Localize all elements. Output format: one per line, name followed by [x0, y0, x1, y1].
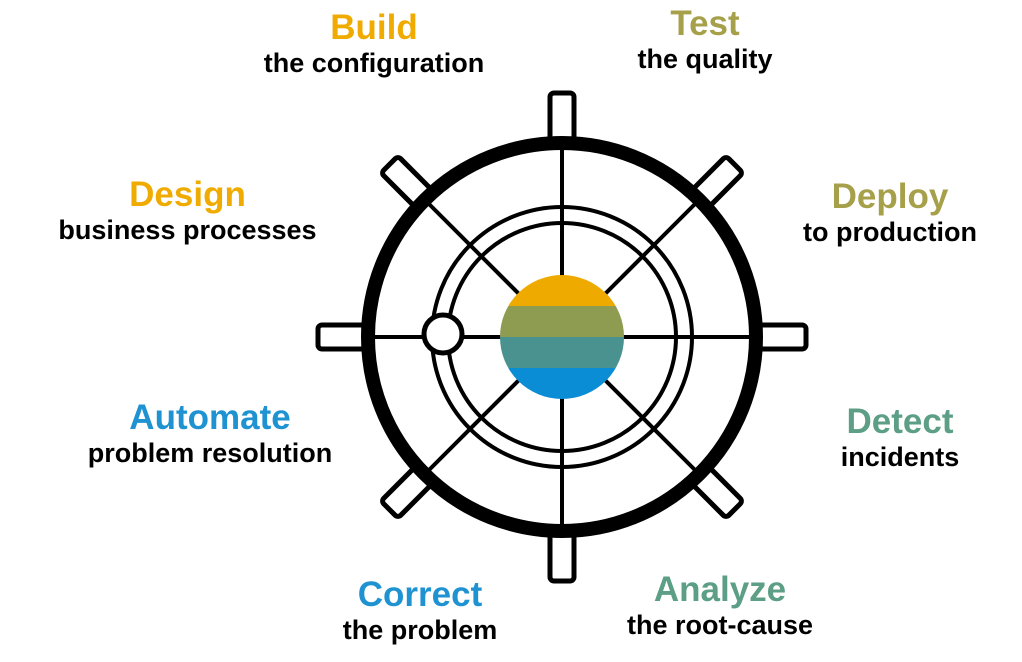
- step-deploy: Deploy to production: [770, 177, 1010, 248]
- step-analyze-title: Analyze: [653, 570, 787, 609]
- step-correct-subtitle: the problem: [342, 615, 498, 646]
- step-analyze-subtitle: the root-cause: [626, 610, 814, 641]
- striped-hub-icon: [500, 275, 624, 399]
- step-deploy-title: Deploy: [831, 177, 949, 216]
- step-test-title: Test: [670, 4, 740, 43]
- step-automate-title: Automate: [129, 398, 291, 437]
- step-deploy-subtitle: to production: [803, 217, 977, 248]
- step-detect-title: Detect: [846, 402, 954, 441]
- step-build: Build the configuration: [219, 8, 529, 79]
- step-design-subtitle: business processes: [58, 215, 317, 246]
- wheel-knob: [421, 312, 465, 356]
- step-build-subtitle: the configuration: [263, 48, 485, 79]
- step-analyze: Analyze the root-cause: [580, 570, 860, 641]
- step-automate-subtitle: problem resolution: [87, 438, 333, 469]
- step-correct: Correct the problem: [305, 575, 535, 646]
- step-design-title: Design: [129, 175, 246, 214]
- step-detect: Detect incidents: [800, 402, 1000, 473]
- step-test: Test the quality: [600, 4, 810, 75]
- step-correct-title: Correct: [357, 575, 483, 614]
- step-detect-subtitle: incidents: [840, 442, 960, 473]
- step-build-title: Build: [330, 8, 418, 47]
- step-automate: Automate problem resolution: [30, 398, 390, 469]
- step-design: Design business processes: [5, 175, 370, 246]
- step-test-subtitle: the quality: [637, 44, 773, 75]
